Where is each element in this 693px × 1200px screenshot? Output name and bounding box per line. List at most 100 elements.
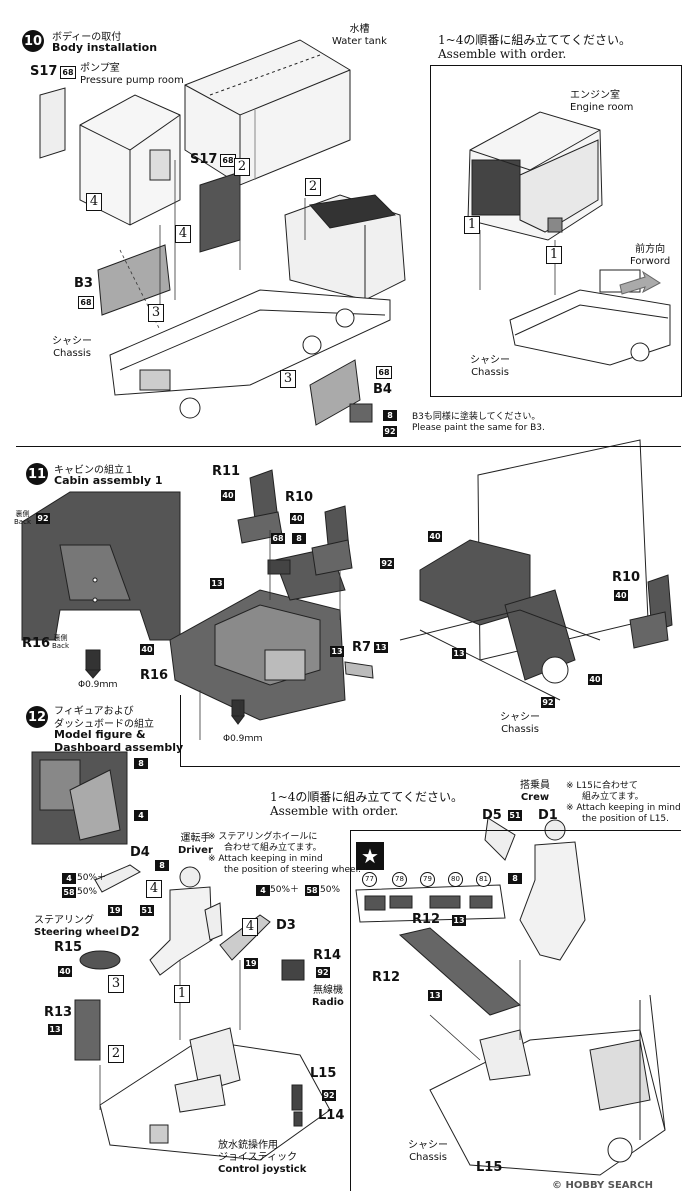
back-jp: 裏側 — [15, 510, 30, 518]
color-code: 40 — [290, 513, 304, 524]
color-code: 92 — [322, 1090, 336, 1101]
forward-jp: 前方向 — [635, 244, 666, 255]
water-tank-jp: 水槽 — [349, 24, 370, 35]
order-marker-1: 1 — [546, 246, 562, 264]
part-r16: R16 — [22, 636, 51, 651]
step-title-jp: フィギュアおよび — [54, 706, 134, 717]
color-code: 4 — [256, 885, 270, 896]
part-s17: S17 — [30, 64, 58, 79]
order-marker-3: 3 — [280, 370, 296, 388]
color-code: 4 — [62, 873, 76, 884]
part-d3: D3 — [276, 918, 296, 933]
driver-jp: 運転手 — [180, 833, 211, 844]
step-number: 10 — [22, 30, 44, 52]
back-en: Back — [14, 518, 31, 526]
color-code: 19 — [108, 905, 122, 916]
crew-label: 搭乗員 Crew — [520, 780, 550, 804]
joystick-jp: 放水銃操作用 — [218, 1140, 278, 1151]
chassis-jp: シャシー — [470, 355, 510, 366]
order-instruction: 1~4の順番に組み立ててください。 Assemble with order. — [270, 790, 463, 818]
color-code: 58 — [62, 887, 76, 898]
part-b3: B3 — [74, 276, 93, 291]
pump-room-label: ポンプ室 Pressure pump room — [80, 63, 184, 87]
part-l15: L15 — [476, 1160, 503, 1175]
step-title-jp: キャビンの組立１ — [54, 465, 134, 476]
chassis-en: Chassis — [409, 1152, 447, 1163]
order-instruction: 1~4の順番に組み立ててください。 Assemble with order. — [438, 33, 631, 61]
drill-size: Φ0.9ｍｍ — [78, 680, 118, 690]
steering-note: ※ ステアリングホイールに 合わせて組み立てます。 ※ Attach keepi… — [208, 832, 361, 876]
chassis-en: Chassis — [501, 724, 539, 735]
color-code: 8 — [383, 410, 397, 421]
crew-jp: 搭乗員 — [520, 780, 550, 791]
color-code: 13 — [452, 915, 466, 926]
color-code: 68 — [376, 366, 392, 379]
chassis-jp: シャシー — [52, 336, 92, 347]
order-box-12 — [350, 830, 681, 1191]
color-code: 19 — [244, 958, 258, 969]
paint-note: B3も同様に塗装してください。 Please paint the same fo… — [412, 412, 545, 434]
forward-en: Forword — [630, 256, 671, 267]
dashboard-drawing — [355, 884, 506, 923]
color-code: 40 — [588, 674, 602, 685]
order-marker-3: 3 — [108, 975, 124, 993]
color-code: 13 — [374, 642, 388, 653]
order-box-10 — [430, 65, 682, 397]
color-code: 8 — [155, 860, 169, 871]
pump-room-jp: ポンプ室 — [80, 63, 120, 74]
order-en: Assemble with order. — [438, 47, 567, 61]
order-marker-4: 4 — [86, 193, 102, 211]
forward-label: 前方向 Forword — [630, 244, 670, 268]
joystick-jp: ジョイスティック — [218, 1152, 298, 1163]
chassis-label: シャシー Chassis — [470, 355, 510, 379]
crew-note-line: ※ L15に合わせて — [566, 781, 638, 791]
back-en: Back — [52, 642, 69, 650]
order-marker-4: 4 — [242, 918, 258, 936]
color-code: 92 — [541, 697, 555, 708]
engine-room-drawing — [467, 111, 603, 241]
order-en: Assemble with order. — [270, 804, 399, 818]
chassis-label: シャシー Chassis — [52, 336, 92, 360]
paint-note-jp: B3も同様に塗装してください。 — [412, 412, 541, 422]
color-code: 13 — [48, 1024, 62, 1035]
divider-11-12 — [180, 766, 680, 767]
color-code: 51 — [140, 905, 154, 916]
back-jp: 裏側 — [53, 634, 68, 642]
chassis-jp: シャシー — [408, 1140, 448, 1151]
order-jp: 1~4の順番に組み立ててください。 — [270, 790, 463, 804]
chassis-10-drawing — [109, 289, 391, 419]
color-code: 68 — [78, 296, 94, 309]
part-r7: R7 — [352, 640, 372, 655]
chassis-label: シャシー Chassis — [408, 1140, 448, 1164]
part-r10: R10 — [612, 570, 641, 585]
order-marker-2: 2 — [234, 158, 250, 176]
engine-room-en: Engine room — [570, 102, 634, 113]
color-code: 92 — [383, 426, 397, 437]
chassis-en: Chassis — [471, 367, 509, 378]
drill-size: Φ0.9ｍｍ — [223, 734, 263, 744]
pump-room-en: Pressure pump room — [80, 75, 184, 86]
decal-number: 78 — [392, 872, 407, 887]
steering-jp: ステアリング — [34, 915, 94, 926]
step-number: 12 — [26, 706, 48, 728]
floor-back-drawing — [21, 491, 181, 641]
cab-drawing — [284, 194, 406, 301]
order-marker-1: 1 — [464, 216, 480, 234]
part-r15: R15 — [54, 940, 83, 955]
mix-ratio: 50%＋ — [77, 873, 107, 883]
part-r10: R10 — [285, 490, 314, 505]
step-title-jp: ダッシュボードの組立 — [54, 719, 154, 730]
color-code: 13 — [452, 648, 466, 659]
part-r12: R12 — [372, 970, 401, 985]
driver-label: 運転手 Driver — [178, 833, 213, 857]
color-code: 40 — [428, 531, 442, 542]
crew-note-line: 組み立てます。 — [582, 792, 644, 802]
engine-room-jp: エンジン室 — [570, 90, 620, 101]
steering-note-line: ※ Attach keeping in mind — [208, 854, 323, 864]
s12-left-assembly-drawing — [99, 1027, 331, 1161]
star-icon: ★ — [356, 842, 384, 870]
divider-11-12-vertical — [180, 695, 181, 767]
color-code: 4 — [134, 810, 148, 821]
color-code: 92 — [380, 558, 394, 569]
